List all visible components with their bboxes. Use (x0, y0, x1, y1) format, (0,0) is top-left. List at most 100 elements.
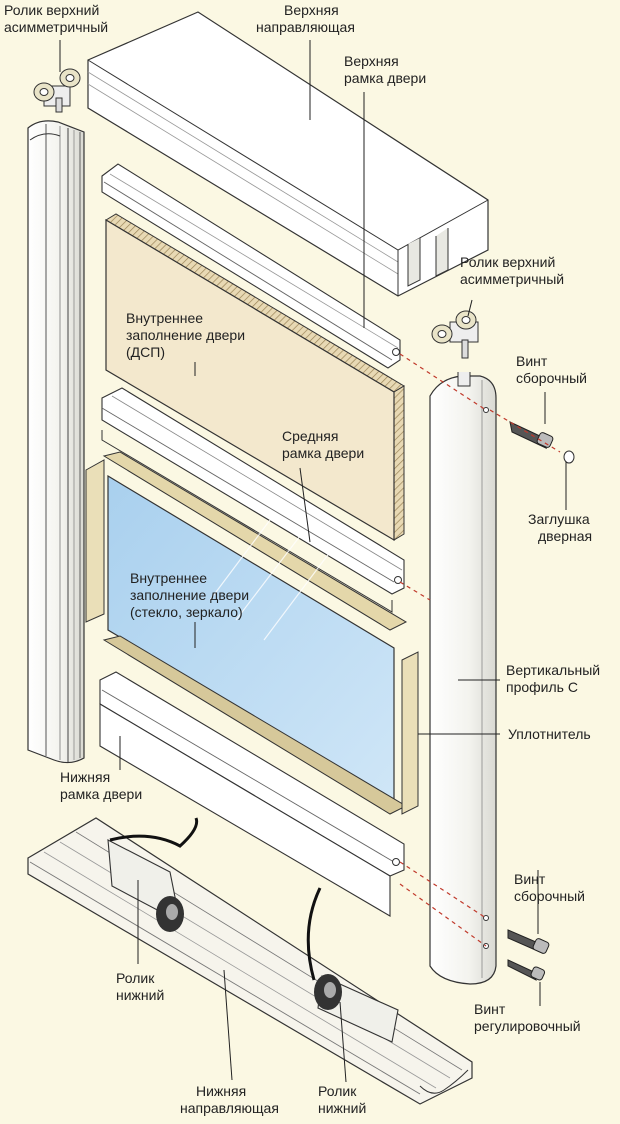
assembly-screw-top-part (509, 421, 554, 450)
top-frame-part (101, 163, 401, 369)
svg-text:сборочный: сборочный (516, 370, 587, 386)
label-line: дверная (538, 528, 592, 544)
assembly-dashed-lines (399, 353, 561, 947)
svg-text:(ДСП): (ДСП) (126, 344, 165, 360)
label-door-plug: Заглушка дверная (528, 511, 592, 544)
svg-text:Нижняя: Нижняя (60, 769, 110, 785)
bottom-roller-left-part (107, 817, 199, 932)
svg-text:Внутреннее: Внутреннее (126, 310, 203, 326)
top-roller-left-part (33, 68, 81, 113)
bottom-frame-part (99, 671, 405, 917)
vertical-profile-c-part (429, 372, 497, 985)
svg-text:асимметричный: асимметричный (4, 19, 108, 35)
label-glass-fill: Внутреннее заполнение двери (стекло, зер… (130, 570, 249, 620)
label-line: асимметричный (4, 19, 108, 35)
label-top-frame: Верхняя рамка двери (344, 53, 426, 86)
label-seal: Уплотнитель (508, 726, 591, 742)
door-plug-part (563, 450, 575, 464)
label-line: нижний (116, 987, 164, 1003)
label-chipboard-fill: Внутреннее заполнение двери (ДСП) (126, 310, 245, 360)
assembly-screw-bottom-part (507, 929, 550, 954)
label-line: Внутреннее (126, 310, 203, 326)
svg-text:сборочный: сборочный (514, 888, 585, 904)
label-adjust-screw: Винт регулировочный (474, 1001, 581, 1034)
label-line: Верхняя (284, 2, 339, 18)
svg-text:регулировочный: регулировочный (474, 1018, 581, 1034)
label-vertical-profile: Вертикальный профиль С (506, 662, 600, 695)
label-line: Уплотнитель (508, 726, 591, 742)
label-line: Заглушка (528, 511, 590, 527)
bottom-guide-part (27, 817, 473, 1105)
label-line: асимметричный (460, 271, 564, 287)
svg-text:рамка двери: рамка двери (282, 445, 364, 461)
label-line: Ролик (116, 970, 155, 986)
svg-text:Верхняя: Верхняя (344, 53, 399, 69)
label-line: сборочный (514, 888, 585, 904)
svg-text:заполнение двери: заполнение двери (126, 327, 245, 343)
svg-text:Ролик: Ролик (116, 970, 155, 986)
label-line: рамка двери (60, 786, 142, 802)
leader-lines (59, 40, 567, 1083)
label-middle-frame: Средняя рамка двери (282, 428, 364, 461)
label-line: профиль С (506, 679, 578, 695)
label-line: направляющая (180, 1100, 279, 1116)
label-line: Средняя (282, 428, 338, 444)
left-vertical-profile (27, 120, 85, 764)
label-line: Ролик верхний (460, 254, 555, 270)
label-bottom-frame: Нижняя рамка двери (60, 769, 142, 802)
label-roller-bottom-left: Ролик нижний (116, 970, 164, 1003)
label-line: (ДСП) (126, 344, 165, 360)
svg-text:Уплотнитель: Уплотнитель (508, 726, 591, 742)
label-line: Вертикальный (506, 662, 600, 678)
svg-text:Винт: Винт (474, 1001, 506, 1017)
svg-text:Верхняя: Верхняя (284, 2, 339, 18)
svg-text:Средняя: Средняя (282, 428, 338, 444)
label-line: регулировочный (474, 1018, 581, 1034)
label-top-roller-right: Ролик верхний асимметричный (460, 254, 564, 287)
svg-text:Внутреннее: Внутреннее (130, 570, 207, 586)
top-roller-right-part (431, 310, 479, 359)
svg-text:Винт: Винт (514, 871, 546, 887)
adjust-screw-part (507, 959, 546, 981)
svg-text:асимметричный: асимметричный (460, 271, 564, 287)
label-top-guide: Верхняя направляющая (256, 2, 355, 35)
svg-text:Вертикальный: Вертикальный (506, 662, 600, 678)
top-guide-part (87, 11, 489, 297)
middle-frame-part (101, 387, 405, 613)
label-line: Винт (514, 871, 546, 887)
svg-text:заполнение двери: заполнение двери (130, 587, 249, 603)
svg-text:рамка двери: рамка двери (344, 70, 426, 86)
label-line: Винт (474, 1001, 506, 1017)
svg-text:Нижняя: Нижняя (196, 1083, 246, 1099)
glass-fill-part (85, 451, 419, 815)
svg-text:нижний: нижний (116, 987, 164, 1003)
label-line: Нижняя (196, 1083, 246, 1099)
svg-text:Заглушка: Заглушка (528, 511, 590, 527)
svg-text:нижний: нижний (318, 1100, 366, 1116)
svg-text:направляющая: направляющая (256, 19, 355, 35)
label-line: Ролик (318, 1083, 357, 1099)
chipboard-fill-part (105, 213, 405, 542)
label-bottom-guide: Нижняя направляющая (180, 1083, 279, 1116)
svg-text:Ролик: Ролик (318, 1083, 357, 1099)
label-screw-bottom: Винт сборочный (514, 871, 585, 904)
label-line: нижний (318, 1100, 366, 1116)
label-line: сборочный (516, 370, 587, 386)
label-line: (стекло, зеркало) (130, 604, 243, 620)
label-line: Нижняя (60, 769, 110, 785)
svg-text:профиль С: профиль С (506, 679, 578, 695)
svg-text:Ролик верхний: Ролик верхний (460, 254, 555, 270)
label-line: рамка двери (344, 70, 426, 86)
label-line: Ролик верхний (4, 2, 99, 18)
svg-text:(стекло, зеркало): (стекло, зеркало) (130, 604, 243, 620)
label-line: направляющая (256, 19, 355, 35)
svg-text:Винт: Винт (516, 353, 548, 369)
label-roller-bottom-right: Ролик нижний (318, 1083, 366, 1116)
svg-text:дверная: дверная (538, 528, 592, 544)
label-top-roller-left: Ролик верхний асимметричный (4, 2, 108, 35)
svg-text:Ролик верхний: Ролик верхний (4, 2, 99, 18)
label-line: рамка двери (282, 445, 364, 461)
label-line: Винт (516, 353, 548, 369)
label-line: Верхняя (344, 53, 399, 69)
